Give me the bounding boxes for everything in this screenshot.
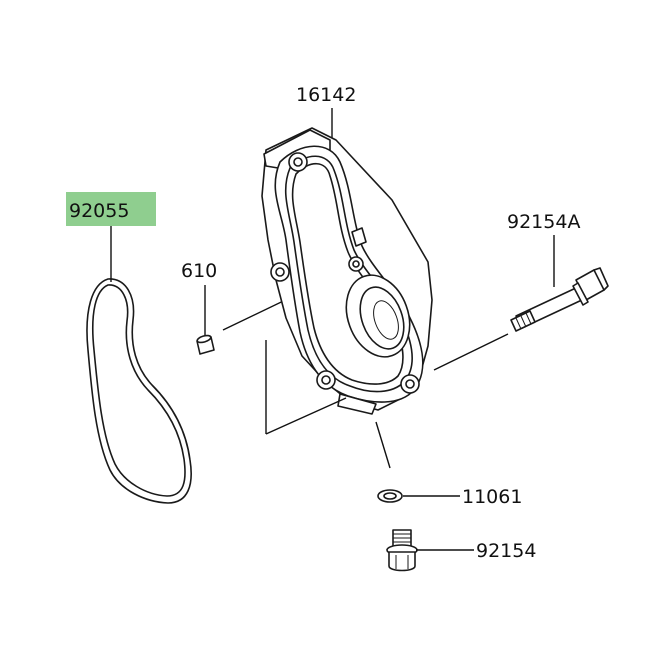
cover-frame-line-bottom bbox=[265, 397, 347, 435]
long-bolt-part[interactable] bbox=[510, 267, 609, 332]
long-bolt-axis-line bbox=[433, 333, 509, 371]
gasket-part-number[interactable]: 92055 bbox=[69, 200, 129, 222]
cover-part-number[interactable]: 16142 bbox=[296, 84, 356, 106]
washer-part[interactable] bbox=[377, 489, 403, 503]
drain-bolt-part[interactable] bbox=[386, 529, 418, 572]
gasket-part[interactable] bbox=[86, 278, 192, 504]
water-pump-cover-part[interactable] bbox=[261, 127, 433, 415]
drain-bolt-part-number[interactable]: 92154 bbox=[476, 540, 536, 562]
washer-part-number[interactable]: 11061 bbox=[462, 486, 522, 508]
gasket-label-highlight bbox=[66, 192, 156, 226]
long-bolt-part-number[interactable]: 92154A bbox=[507, 211, 580, 233]
cover-frame-line-right bbox=[375, 421, 391, 469]
dowel-pin-part[interactable] bbox=[196, 334, 215, 355]
dowel-pin-part-number[interactable]: 610 bbox=[181, 260, 217, 282]
